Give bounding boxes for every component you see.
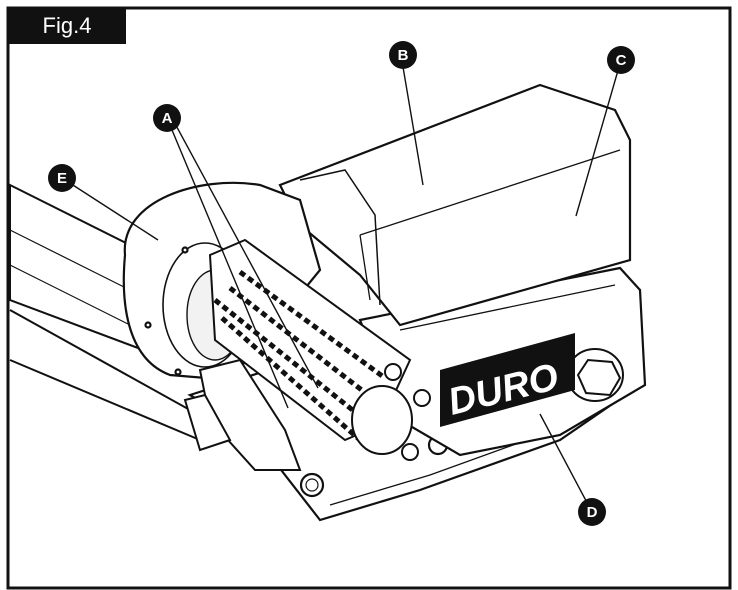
hex-bolt — [566, 348, 624, 402]
roller-assembly — [208, 238, 431, 461]
leader-D — [539, 413, 593, 513]
leader-B — [402, 66, 424, 186]
leader-E — [61, 177, 159, 241]
motor-housing — [278, 83, 632, 327]
figure-border — [6, 6, 732, 590]
callout-B: B — [389, 41, 417, 69]
callout-D-label: D — [587, 504, 598, 521]
lower-bracket — [183, 358, 302, 471]
callout-C-label: C — [616, 52, 627, 69]
leader-A2 — [171, 117, 319, 389]
callout-D: D — [578, 498, 606, 526]
figure-label: Fig.4 — [8, 8, 126, 44]
callout-E: E — [48, 164, 76, 192]
callout-E-label: E — [57, 170, 67, 187]
callout-badges: A B C D E — [48, 41, 635, 526]
leader-C — [575, 59, 622, 217]
callout-A: A — [153, 104, 181, 132]
registered-mark: ® — [563, 337, 571, 348]
leader-lines — [61, 59, 622, 513]
callout-B-label: B — [398, 47, 409, 64]
callout-A-label: A — [162, 110, 173, 127]
leader-A — [166, 117, 289, 409]
callout-C: C — [607, 46, 635, 74]
